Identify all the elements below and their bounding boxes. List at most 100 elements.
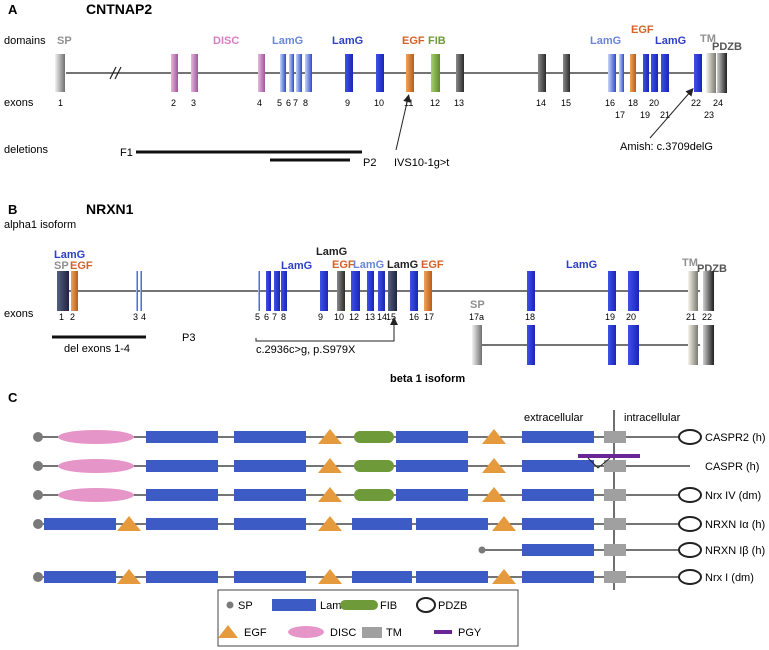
nrxn1-exon-block-22 [472, 325, 482, 365]
nrxn1-domain-label-egf: EGF [332, 259, 355, 271]
nrxn1-exon-block-2 [71, 271, 78, 311]
sp-domain [33, 461, 43, 471]
pgy-linker [587, 457, 611, 469]
egf-domain [492, 569, 516, 584]
nrxn1-domain-label-lamg: LamG [281, 260, 312, 272]
nonsense-mutation-bracket [255, 317, 398, 342]
legend-label-pdzb: PDZB [438, 600, 467, 612]
sp-domain [33, 519, 43, 529]
cntnap2-exon-1 [55, 54, 65, 92]
cntnap2-exon-16 [608, 54, 616, 92]
cntnap2-exon-number-1: 1 [58, 98, 63, 108]
nrxn1-exon-number-15: 15 [386, 312, 396, 322]
nonsense-mutation-label: c.2936c>g, p.S979X [256, 344, 356, 356]
cntnap2-domain-label-disc: DISC [213, 35, 239, 47]
nrxn1-domain-label-sp: SP [54, 260, 69, 272]
nrxn1-exon-number-6: 6 [264, 312, 269, 322]
legend-item-sp: SP [226, 600, 253, 612]
panel-b-label: B [8, 202, 17, 217]
protein-name-2: CASPR (h) [705, 461, 759, 473]
cntnap2-domain-label-fib: FIB [428, 35, 446, 47]
cntnap2-exon-10 [376, 54, 384, 92]
cntnap2-exon-number-22: 22 [691, 98, 701, 108]
nrxn1-exon-number-21: 21 [686, 312, 696, 322]
nrxn1-exon-block-7 [274, 271, 280, 311]
nrxn1-exon-number-17a: 17a [469, 312, 484, 322]
nrxn1-exon-number-2: 2 [70, 312, 75, 322]
cntnap2-exon-number-4: 4 [257, 98, 262, 108]
sp-domain [33, 432, 43, 442]
nrxn1-exon-number-10: 10 [334, 312, 344, 322]
lamg-domain [234, 518, 306, 530]
cntnap2-exon-23 [706, 53, 716, 93]
nrxn1-domain-label-sp: SP [470, 299, 485, 311]
cntnap2-exon-4 [258, 54, 265, 92]
nrxn1-exon-number-4: 4 [141, 312, 146, 322]
cntnap2-exon-number-13: 13 [454, 98, 464, 108]
protein-name-3: Nrx IV (dm) [705, 490, 761, 502]
panel-a-label: A [8, 2, 18, 17]
cntnap2-domain-label-egf: EGF [631, 24, 654, 36]
nrxn1-domain-label-egf: EGF [70, 260, 93, 272]
nrxn1-exon-number-5: 5 [255, 312, 260, 322]
panel-c-label: C [8, 390, 18, 405]
egf-domain [482, 487, 506, 502]
nrxn1-exon-number-22: 22 [702, 312, 712, 322]
amish-mutation-label: Amish: c.3709delG [620, 141, 713, 153]
nrxn1-exon-block-27 [703, 325, 714, 365]
lamg-domain [44, 571, 116, 583]
lamg-domain [146, 431, 218, 443]
egf-domain [318, 458, 342, 473]
nrxn1-exon-number-18: 18 [525, 312, 535, 322]
legend-item-disc: DISC [288, 626, 356, 639]
cntnap2-exon-12 [431, 54, 440, 92]
protein-name-5: NRXN Iβ (h) [705, 545, 765, 557]
nrxn1-exon-block-1 [57, 271, 69, 311]
legend-pdzb-swatch [416, 597, 436, 613]
cntnap2-exon-number-6: 6 [286, 98, 291, 108]
cntnap2-exon-number-18: 18 [628, 98, 638, 108]
nrxn1-exon-block-21 [703, 271, 714, 311]
legend-label-disc: DISC [330, 627, 356, 639]
sp-domain [33, 490, 43, 500]
protein-row-6: Nrx I (dm) [33, 569, 754, 585]
legend-egf-swatch [218, 625, 238, 638]
egf-domain [318, 516, 342, 531]
egf-domain [492, 516, 516, 531]
tm-domain [604, 518, 626, 530]
cntnap2-exon-20 [651, 54, 658, 92]
p3-label: P3 [182, 332, 195, 344]
nrxn1-exon-block-20 [688, 271, 698, 311]
lamg-domain [146, 460, 218, 472]
egf-domain [318, 487, 342, 502]
cntnap2-exon-13 [456, 54, 464, 92]
protein-name-1: CASPR2 (h) [705, 432, 766, 444]
nrxn1-exon-block-8 [281, 271, 287, 311]
panel-a-domains-label: domains [4, 35, 46, 47]
nrxn1-exon-number-20: 20 [626, 312, 636, 322]
nrxn1-exon-block-14 [388, 271, 397, 311]
cntnap2-exon-3 [191, 54, 198, 92]
panel-b-exons-label: exons [4, 308, 34, 320]
intracellular-label: intracellular [624, 412, 681, 424]
nrxn1-exon-block-6 [266, 271, 271, 311]
nrxn1-exon-block-16 [424, 271, 432, 311]
disc-domain [58, 488, 134, 502]
disc-domain [58, 459, 134, 473]
nrxn1-exon-block-3 [136, 271, 138, 311]
alpha1-isoform-label: alpha1 isoform [4, 219, 76, 231]
sp-domain [478, 546, 486, 554]
legend-item-pgy: PGY [434, 627, 482, 639]
legend-label-egf: EGF [244, 627, 267, 639]
fib-domain [354, 431, 394, 443]
lamg-domain [522, 571, 594, 583]
cntnap2-exon-number-14: 14 [536, 98, 546, 108]
cntnap2-exon-7 [296, 54, 302, 92]
nrxn1-exon-block-25 [628, 325, 639, 365]
lamg-domain [234, 489, 306, 501]
cntnap2-domain-label-egf: EGF [402, 35, 425, 47]
protein-row-2: CASPR (h) [33, 454, 759, 473]
lamg-domain [234, 431, 306, 443]
legend-tm-swatch [362, 627, 382, 638]
